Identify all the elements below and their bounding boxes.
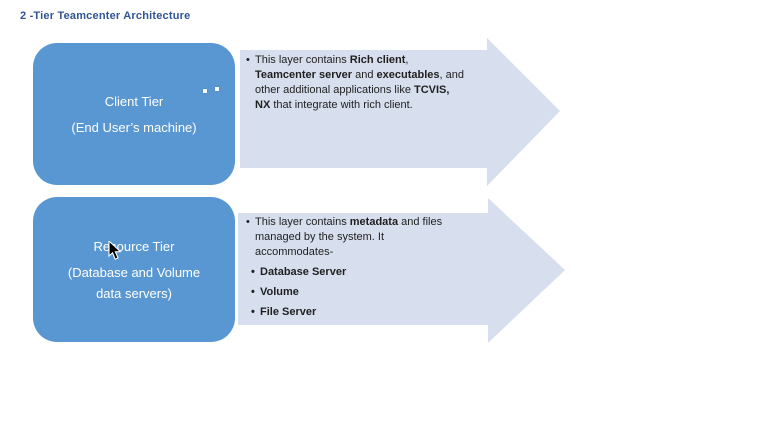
sub-bullet-database-server: • Database Server <box>246 265 496 280</box>
resource-tier-description: • This layer contains metadata and files… <box>246 215 496 320</box>
bullet-icon: • <box>251 266 255 278</box>
bullet-icon: • <box>251 286 255 298</box>
client-tier-sublabel: (End User’s machine) <box>71 119 197 135</box>
client-tier-description: • This layer contains Rich client,Teamce… <box>246 53 496 113</box>
bullet-icon: • <box>251 306 255 318</box>
resource-tier-box[interactable]: Resource Tier (Database and Volume data … <box>33 197 235 342</box>
resource-tier-arrow[interactable] <box>238 198 565 343</box>
bullet-line: • This layer contains Rich client,Teamce… <box>246 53 496 113</box>
resource-tier-sublabel-line2: data servers) <box>96 285 172 301</box>
bullet-icon: • <box>246 54 250 66</box>
client-tier-arrow[interactable] <box>240 38 560 186</box>
resource-tier-sublabel-line1: (Database and Volume <box>67 264 201 280</box>
sub-bullet-label: File Server <box>260 306 317 318</box>
sub-bullet-volume: • Volume <box>246 285 496 300</box>
resource-tier-label: Resource Tier <box>93 238 175 254</box>
sub-bullet-file-server: • File Server <box>246 305 496 320</box>
selection-handle[interactable] <box>203 89 207 93</box>
sub-bullet-label: Database Server <box>260 266 347 278</box>
mouse-cursor-icon <box>108 241 122 260</box>
sub-bullet-label: Volume <box>260 286 299 298</box>
bullet-line: • This layer contains metadata and files… <box>246 215 496 260</box>
client-tier-bullet-text: This layer contains Rich client,Teamcent… <box>255 54 464 111</box>
selection-handle[interactable] <box>215 87 219 91</box>
client-tier-box[interactable]: Client Tier (End User’s machine) <box>33 43 235 185</box>
page-title: 2 -Tier Teamcenter Architecture <box>20 10 191 22</box>
client-tier-label: Client Tier <box>104 93 164 109</box>
bullet-icon: • <box>246 216 250 228</box>
